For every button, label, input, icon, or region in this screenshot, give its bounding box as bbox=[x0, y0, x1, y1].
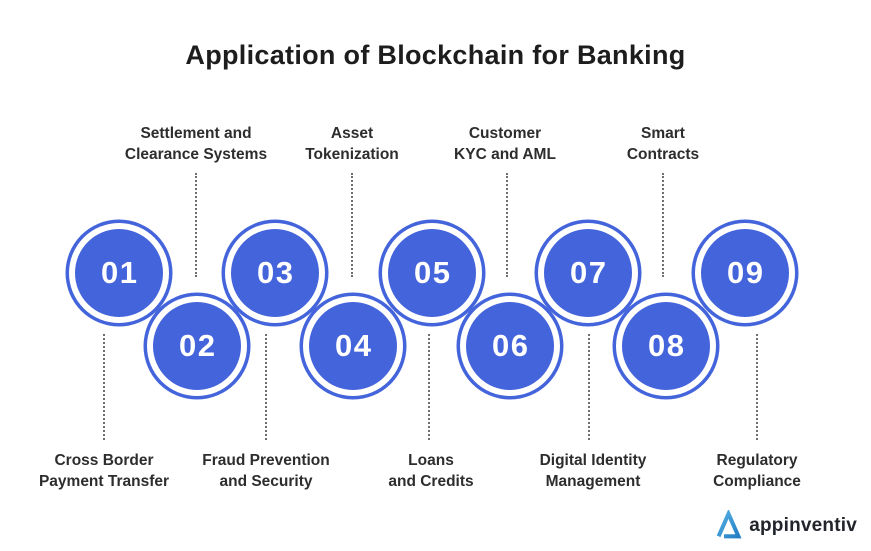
step-label-line: and Credits bbox=[388, 473, 474, 490]
step-number: 03 bbox=[257, 255, 295, 290]
dotted-connector bbox=[506, 173, 508, 277]
dotted-connector bbox=[103, 334, 105, 440]
step-label-line: Compliance bbox=[713, 473, 801, 490]
dotted-connector bbox=[588, 334, 590, 440]
step-label-07: Digital Identity Management bbox=[488, 450, 698, 492]
step-label-05: Loans and Credits bbox=[326, 450, 536, 492]
step-number: 04 bbox=[335, 328, 373, 363]
dotted-connector bbox=[662, 173, 664, 277]
step-label-line: Regulatory bbox=[716, 452, 798, 469]
dotted-connector bbox=[756, 334, 758, 440]
step-number: 02 bbox=[179, 328, 217, 363]
step-label-line: Loans bbox=[408, 452, 454, 469]
step-label-line: Payment Transfer bbox=[38, 473, 170, 490]
step-label-line: Clearance Systems bbox=[124, 146, 268, 163]
step-label-line: Customer bbox=[468, 125, 542, 142]
brand-logo-text: appinventiv bbox=[749, 514, 857, 536]
step-label-line: Contracts bbox=[626, 146, 700, 163]
step-number: 08 bbox=[648, 328, 686, 363]
step-number: 05 bbox=[414, 255, 452, 290]
step-circle-09: 09 bbox=[701, 229, 789, 317]
step-label-line: Tokenization bbox=[305, 146, 399, 163]
dotted-connector bbox=[351, 173, 353, 277]
step-number: 07 bbox=[570, 255, 608, 290]
step-circle-05: 05 bbox=[388, 229, 476, 317]
step-circle-03: 03 bbox=[231, 229, 319, 317]
step-label-line: Asset bbox=[330, 125, 374, 142]
step-label-06: Customer KYC and AML bbox=[400, 123, 610, 165]
step-label-line: Digital Identity bbox=[539, 452, 647, 469]
step-label-line: Smart bbox=[641, 125, 685, 142]
step-label-line: Settlement and bbox=[140, 125, 252, 142]
step-label-08: Smart Contracts bbox=[558, 123, 768, 165]
step-circle-08: 08 bbox=[622, 302, 710, 390]
step-label-line: and Security bbox=[219, 473, 313, 490]
step-label-09: Regulatory Compliance bbox=[652, 450, 862, 492]
step-circle-02: 02 bbox=[153, 302, 241, 390]
step-circle-06: 06 bbox=[466, 302, 554, 390]
step-label-line: Cross Border bbox=[54, 452, 154, 469]
dotted-connector bbox=[428, 334, 430, 440]
step-number: 01 bbox=[101, 255, 139, 290]
dotted-connector bbox=[265, 334, 267, 440]
page-title: Application of Blockchain for Banking bbox=[185, 40, 686, 70]
step-label-03: Fraud Prevention and Security bbox=[161, 450, 371, 492]
step-label-01: Cross Border Payment Transfer bbox=[0, 450, 209, 492]
brand-logo: appinventiv bbox=[715, 510, 857, 541]
step-circle-01: 01 bbox=[75, 229, 163, 317]
step-label-line: Fraud Prevention bbox=[202, 452, 330, 469]
step-label-04: Asset Tokenization bbox=[247, 123, 457, 165]
step-number: 06 bbox=[492, 328, 530, 363]
step-circle-04: 04 bbox=[309, 302, 397, 390]
step-label-line: Management bbox=[545, 473, 641, 490]
step-number: 09 bbox=[727, 255, 765, 290]
dotted-connector bbox=[195, 173, 197, 277]
appinventiv-triangle-logo bbox=[716, 510, 742, 539]
step-label-line: KYC and AML bbox=[454, 146, 556, 163]
step-label-02: Settlement and Clearance Systems bbox=[91, 123, 301, 165]
step-circle-07: 07 bbox=[544, 229, 632, 317]
